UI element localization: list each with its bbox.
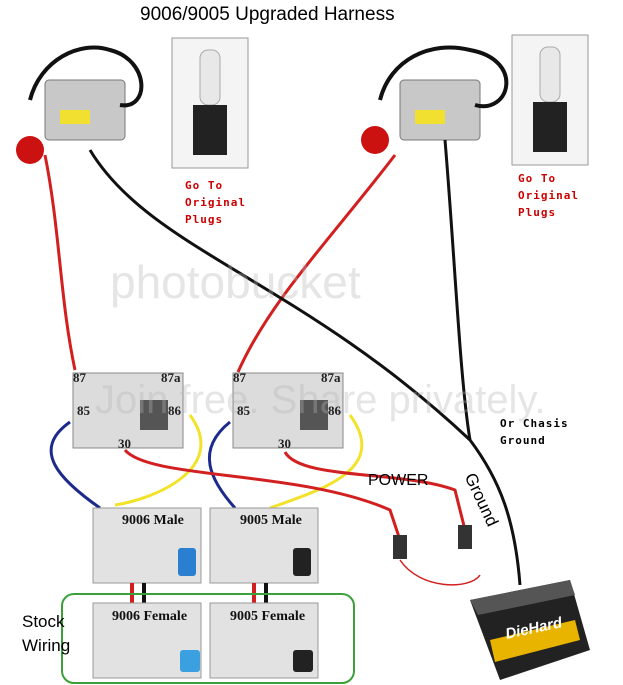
igniter-cap-right (361, 126, 389, 154)
connector-9005-female: 9005 Female (230, 609, 306, 624)
ballast-left (16, 45, 144, 164)
igniter-cap-left (16, 136, 44, 164)
watermark-tagline: Join free. Share privately. (95, 378, 546, 422)
relay-right-pin-30: 30 (278, 436, 291, 451)
connector-9006-female-plug (180, 650, 200, 672)
wire-power-right (283, 451, 467, 531)
go-to-original-plugs-right: Go To Original Plugs (518, 172, 579, 219)
connector-9005-male: 9005 Male (240, 513, 302, 528)
relay-right-pin-85: 85 (237, 403, 250, 418)
page-title: 9006/9005 Upgraded Harness (140, 4, 395, 25)
relay-right-body (300, 400, 328, 430)
relay-left-pin-87: 87 (73, 370, 86, 385)
fuse-holder-left (393, 535, 407, 559)
wire-yellow-right (269, 414, 364, 510)
relay-right-pin-87: 87 (233, 370, 246, 385)
wire-blue-left (49, 420, 101, 510)
wire-ground-left (88, 149, 522, 586)
wire-power-left (123, 448, 402, 541)
relay-right-pin-86: 86 (328, 403, 341, 418)
or-chasis-ground-label: Or Chasis Ground (500, 417, 569, 447)
watermark-logo: photobucket (110, 256, 361, 308)
connector-9006-male: 9006 Male (122, 513, 184, 528)
wire-yellow-left (114, 414, 203, 507)
relay-right-pin-87a: 87a (321, 370, 341, 385)
connector-9005-female-plug (293, 650, 313, 672)
wire-red-87-left (43, 154, 77, 371)
connector-9006-male-plug (178, 548, 196, 576)
connector-9006-female: 9006 Female (112, 609, 188, 624)
power-label: POWER (368, 472, 429, 489)
relay-left-body (140, 400, 168, 430)
fuse-holder-right (458, 525, 472, 549)
relay-left-pin-86: 86 (168, 403, 181, 418)
ballast-right (361, 45, 509, 154)
wire-blue-right (208, 420, 237, 509)
relay-left-pin-30: 30 (118, 436, 131, 451)
bulb-photo-right (511, 34, 589, 166)
stock-wiring-box (61, 593, 355, 684)
relay-left-pin-85: 85 (77, 403, 90, 418)
stock-wiring-label: Stock Wiring (22, 612, 71, 655)
wire-ground-right (443, 139, 472, 441)
wire-red-87-right (236, 154, 397, 373)
go-to-original-plugs-left: Go To Original Plugs (185, 179, 246, 226)
relay-left-pin-87a: 87a (161, 370, 181, 385)
battery (470, 580, 590, 680)
bulb-photo-left (171, 37, 249, 169)
connector-9005-male-plug (293, 548, 311, 576)
wire-power-to-battery (399, 559, 481, 586)
